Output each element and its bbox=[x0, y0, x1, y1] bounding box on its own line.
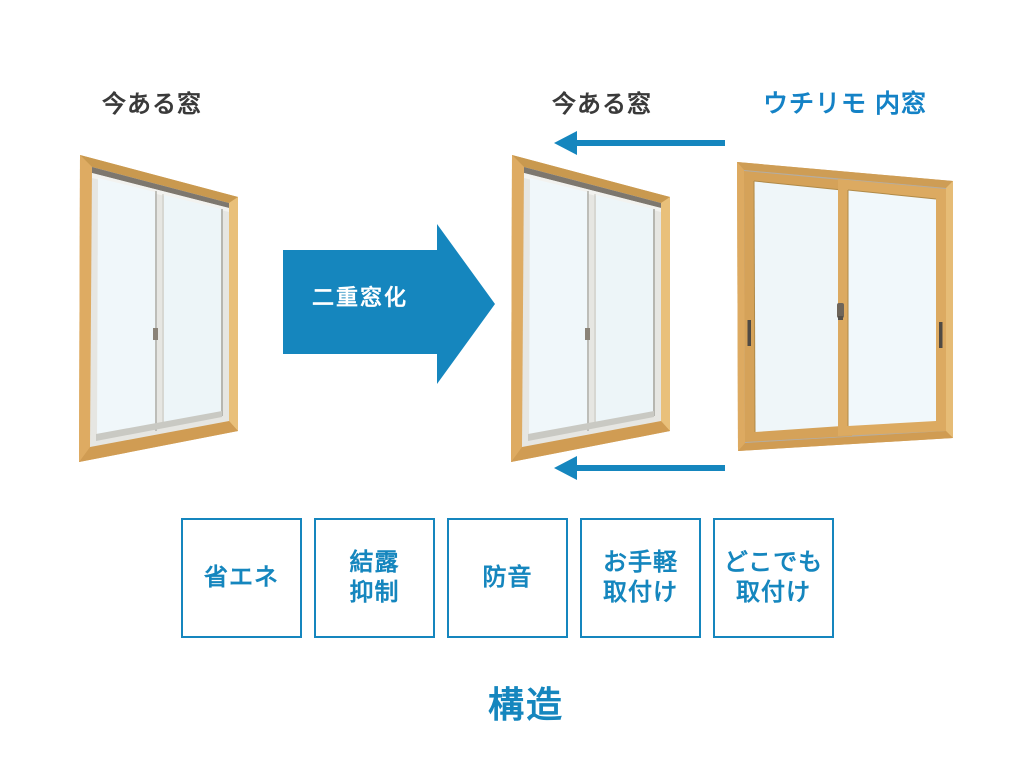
feature-box-soundproofing: 防音 bbox=[447, 518, 568, 638]
conversion-arrow-label: 二重窓化 bbox=[311, 285, 408, 310]
inner-window-label: ウチリモ 内窓 bbox=[763, 90, 927, 118]
existing-window-middle-label: 今ある窓 bbox=[552, 91, 652, 118]
feature-box-condensation-control: 結露 抑制 bbox=[314, 518, 435, 638]
structure-heading: 構造 bbox=[487, 684, 564, 725]
inner-window-illustration bbox=[737, 162, 953, 451]
feature-box-easy-installation: お手軽 取付け bbox=[580, 518, 701, 638]
existing-window-middle-illustration bbox=[511, 155, 670, 462]
feature-box-energy-saving: 省エネ bbox=[181, 518, 302, 638]
arrow-left-top-icon bbox=[554, 131, 725, 155]
feature-box-install-anywhere: どこでも 取付け bbox=[713, 518, 834, 638]
existing-window-left-label: 今ある窓 bbox=[102, 91, 202, 118]
conversion-arrow-icon bbox=[283, 224, 495, 384]
existing-window-left-illustration bbox=[79, 155, 238, 462]
feature-box-row: 省エネ 結露 抑制 防音 お手軽 取付け どこでも 取付け bbox=[181, 518, 834, 638]
arrow-left-bottom-icon bbox=[554, 456, 725, 480]
conversion-arrow: 二重窓化 bbox=[283, 222, 495, 386]
